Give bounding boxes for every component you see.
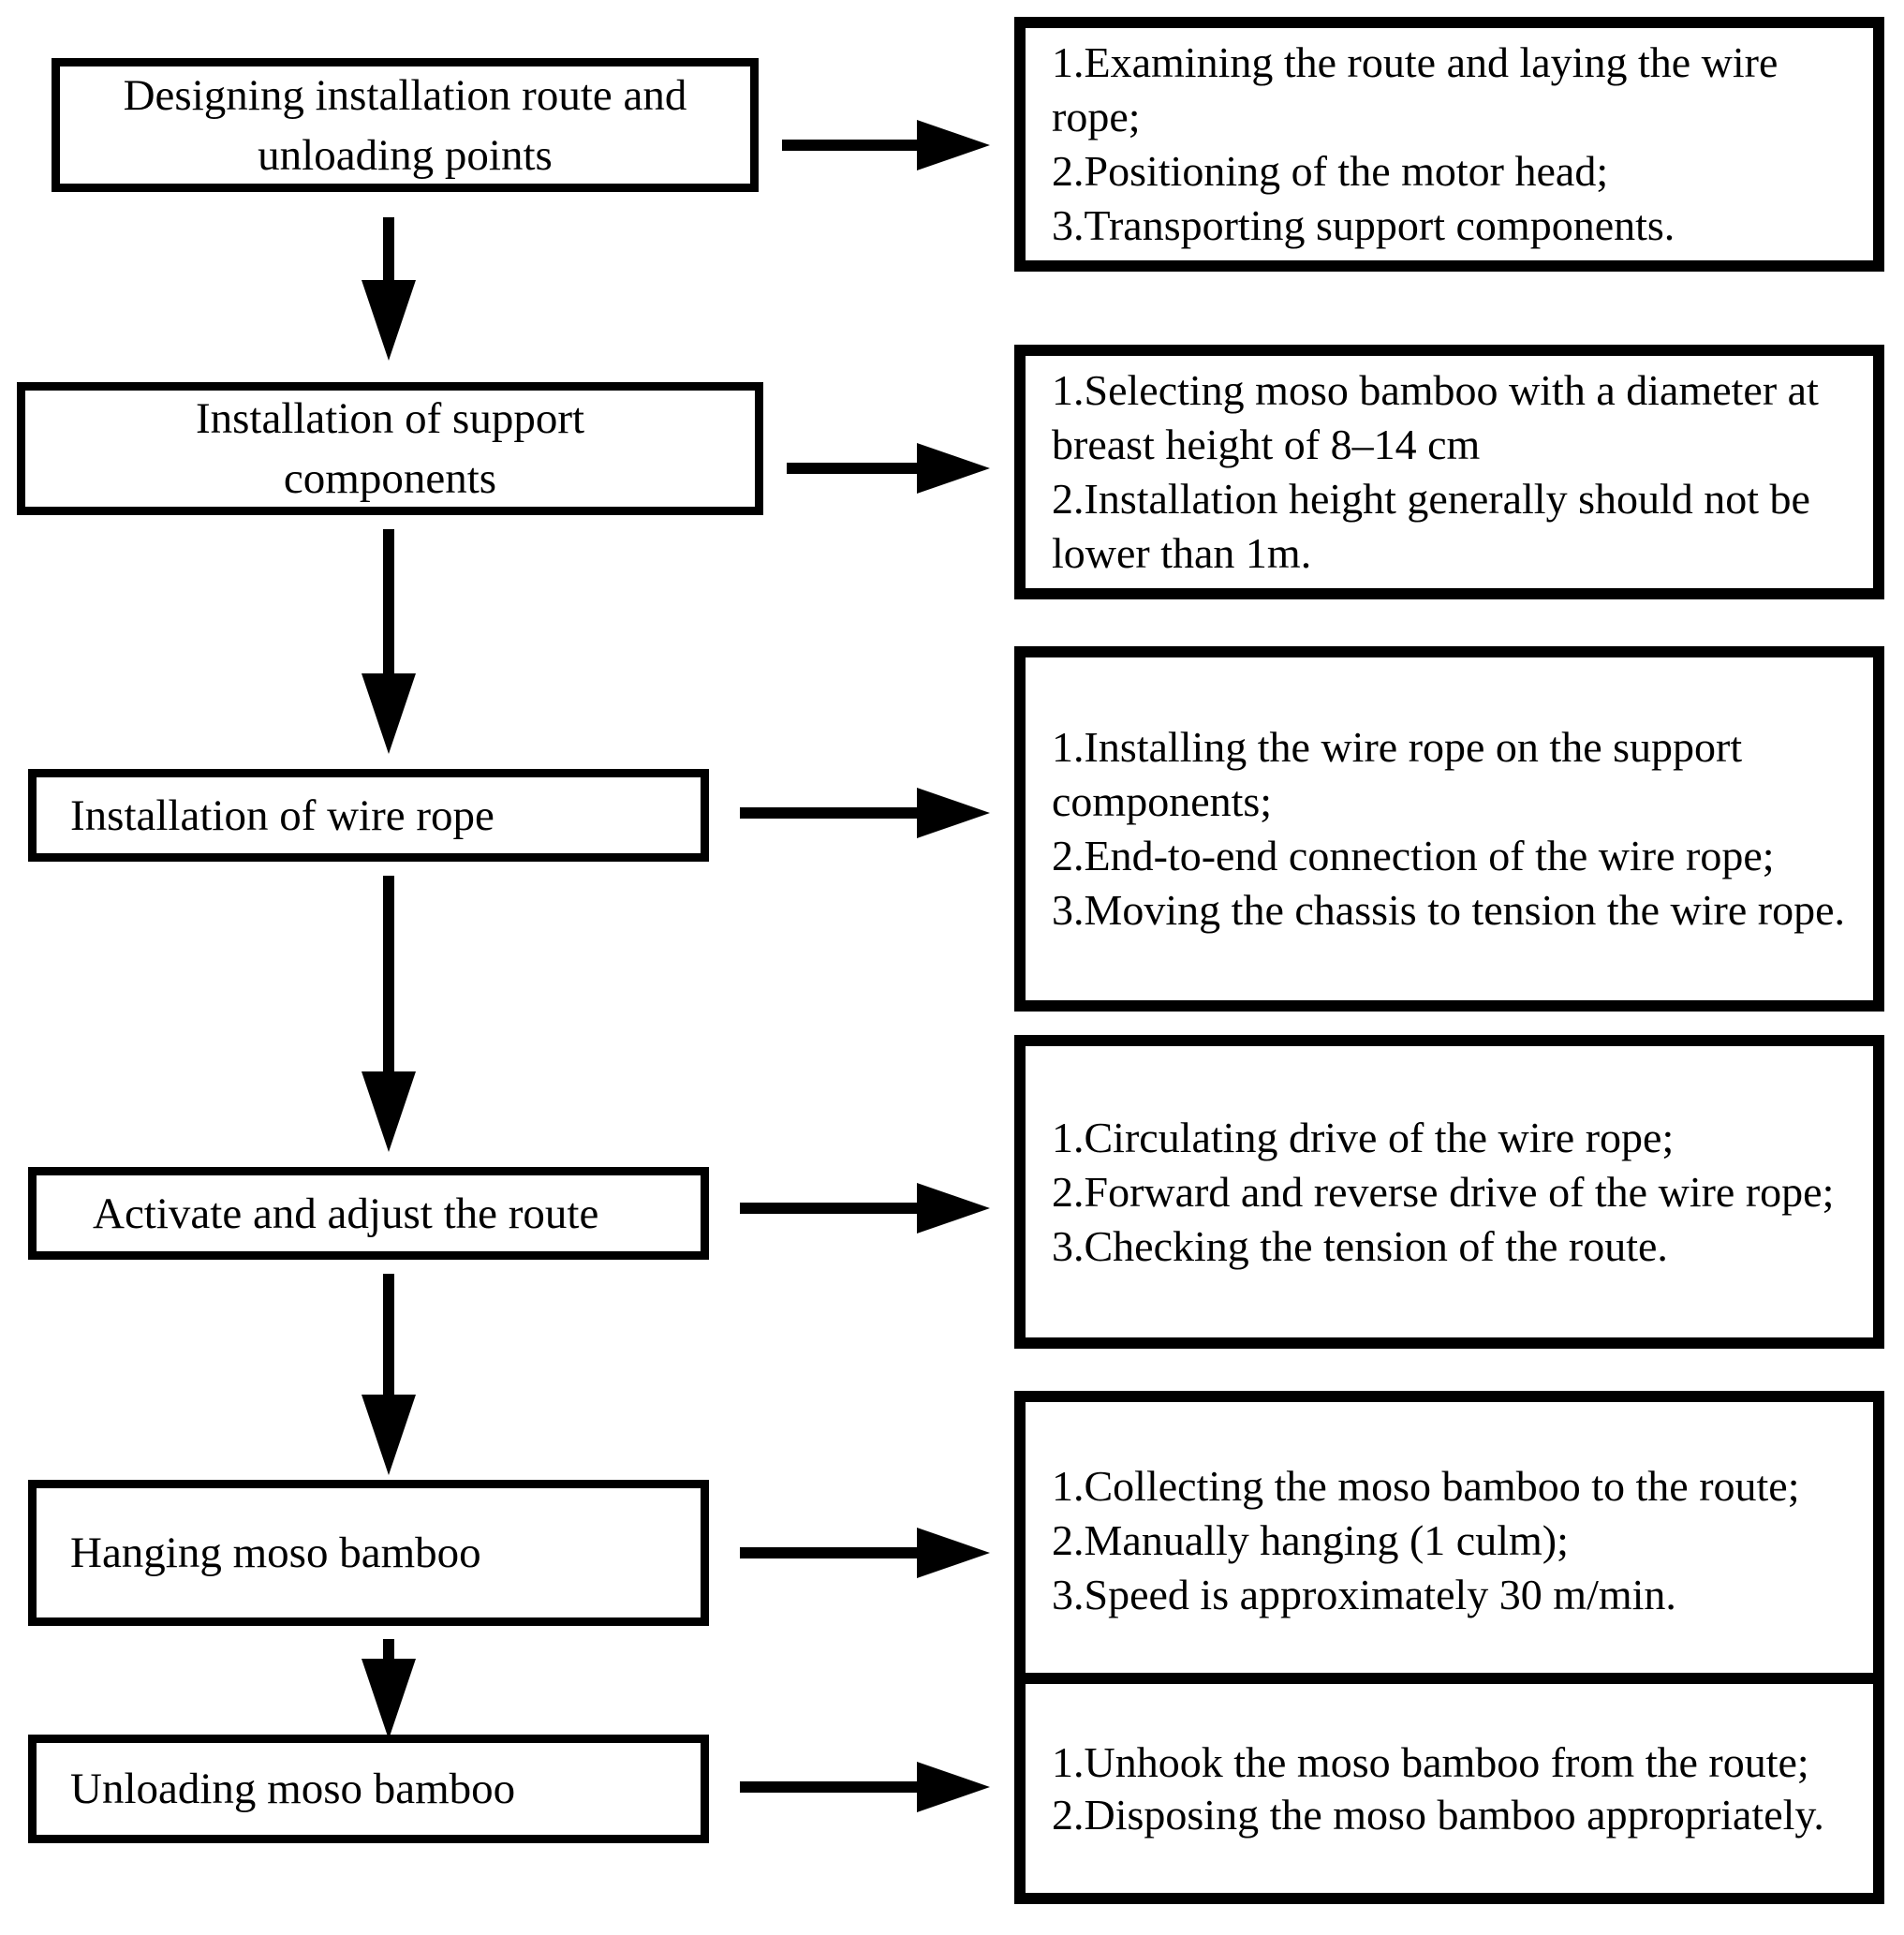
step-1-label-line-1: Designing installation route and bbox=[123, 70, 687, 120]
arrow-head bbox=[362, 673, 416, 754]
step-5-label: Hanging moso bamboo bbox=[70, 1529, 481, 1577]
step-2-label-line-1: Installation of support bbox=[195, 394, 585, 443]
arrow-shaft bbox=[383, 1274, 394, 1395]
detail-item: 2.Manually hanging (1 culm); bbox=[1052, 1516, 1569, 1564]
detail-item: 2.End-to-end connection of the wire rope… bbox=[1052, 832, 1775, 879]
detail-item: 3.Transporting support components. bbox=[1052, 201, 1675, 249]
arrow-shaft bbox=[740, 807, 917, 819]
arrow-head bbox=[917, 120, 990, 170]
detail-item: 1.Collecting the moso bamboo to the rout… bbox=[1052, 1462, 1800, 1510]
step-2-box: Installation of support components bbox=[17, 382, 763, 515]
step-3-box: Installation of wire rope bbox=[28, 769, 709, 862]
detail-item: 2.Positioning of the motor head; bbox=[1052, 147, 1609, 195]
step-6-details-box: 1.Unhook the moso bamboo from the route;… bbox=[1014, 1673, 1884, 1904]
arrow-head bbox=[362, 1659, 416, 1739]
detail-item: 1.Circulating drive of the wire rope; bbox=[1052, 1113, 1675, 1161]
arrow-right-3-icon bbox=[740, 788, 990, 838]
detail-item: 3.Speed is approximately 30 m/min. bbox=[1052, 1571, 1676, 1618]
arrow-head bbox=[917, 788, 990, 838]
arrow-down-3-icon bbox=[362, 876, 416, 1152]
detail-item: 3.Checking the tension of the route. bbox=[1052, 1221, 1668, 1270]
arrow-right-6-icon bbox=[740, 1762, 990, 1812]
arrow-shaft bbox=[740, 1781, 917, 1793]
arrow-shaft bbox=[383, 217, 394, 280]
arrow-right-5-icon bbox=[740, 1528, 990, 1578]
arrow-head bbox=[362, 1071, 416, 1152]
arrow-right-1-icon bbox=[782, 120, 990, 170]
arrow-shaft bbox=[787, 463, 917, 474]
arrow-right-4-icon bbox=[740, 1183, 990, 1233]
arrow-head bbox=[362, 280, 416, 361]
step-6-label: Unloading moso bamboo bbox=[70, 1765, 516, 1813]
arrow-head bbox=[362, 1395, 416, 1475]
arrow-shaft bbox=[740, 1547, 917, 1558]
step-4-box: Activate and adjust the route bbox=[28, 1167, 709, 1260]
step-3-label: Installation of wire rope bbox=[70, 790, 494, 840]
arrow-down-2-icon bbox=[362, 529, 416, 754]
arrow-head bbox=[917, 1183, 990, 1233]
detail-item: 2.Installation height generally should n… bbox=[1052, 475, 1810, 577]
detail-item: 2.Forward and reverse drive of the wire … bbox=[1052, 1167, 1835, 1216]
arrow-head bbox=[917, 443, 990, 494]
detail-item: 3.Moving the chassis to tension the wire… bbox=[1052, 886, 1846, 934]
detail-item: 1.Installing the wire rope on the suppor… bbox=[1052, 723, 1743, 825]
arrow-shaft bbox=[383, 1639, 394, 1659]
arrow-down-4-icon bbox=[362, 1274, 416, 1475]
step-5-box: Hanging moso bamboo bbox=[28, 1480, 709, 1626]
step-1-details-box: 1.Examining the route and laying the wir… bbox=[1014, 17, 1884, 272]
step-3-details-box: 1.Installing the wire rope on the suppor… bbox=[1014, 646, 1884, 1012]
detail-item: 1.Selecting moso bamboo with a diameter … bbox=[1052, 366, 1819, 468]
step-1-box: Designing installation route and unloadi… bbox=[52, 58, 759, 192]
step-2-label-line-2: components bbox=[283, 454, 497, 503]
arrow-down-5-icon bbox=[362, 1639, 416, 1739]
step-1-label-line-2: unloading points bbox=[258, 130, 553, 180]
step-6-box: Unloading moso bamboo bbox=[28, 1735, 709, 1843]
detail-item: 1.Unhook the moso bamboo from the route; bbox=[1052, 1737, 1809, 1786]
arrow-shaft bbox=[782, 140, 917, 151]
arrow-right-2-icon bbox=[787, 443, 990, 494]
step-4-label: Activate and adjust the route bbox=[93, 1189, 599, 1238]
arrow-head bbox=[917, 1528, 990, 1578]
arrow-shaft bbox=[740, 1203, 917, 1214]
detail-item: 1.Examining the route and laying the wir… bbox=[1052, 38, 1779, 140]
step-5-details-box: 1.Collecting the moso bamboo to the rout… bbox=[1014, 1391, 1884, 1691]
step-4-details-box: 1.Circulating drive of the wire rope; 2.… bbox=[1014, 1035, 1884, 1349]
arrow-shaft bbox=[383, 876, 394, 1071]
arrow-head bbox=[917, 1762, 990, 1812]
detail-item: 2.Disposing the moso bamboo appropriatel… bbox=[1052, 1790, 1824, 1839]
step-2-details-box: 1.Selecting moso bamboo with a diameter … bbox=[1014, 345, 1884, 599]
arrow-shaft bbox=[383, 529, 394, 673]
arrow-down-1-icon bbox=[362, 217, 416, 361]
